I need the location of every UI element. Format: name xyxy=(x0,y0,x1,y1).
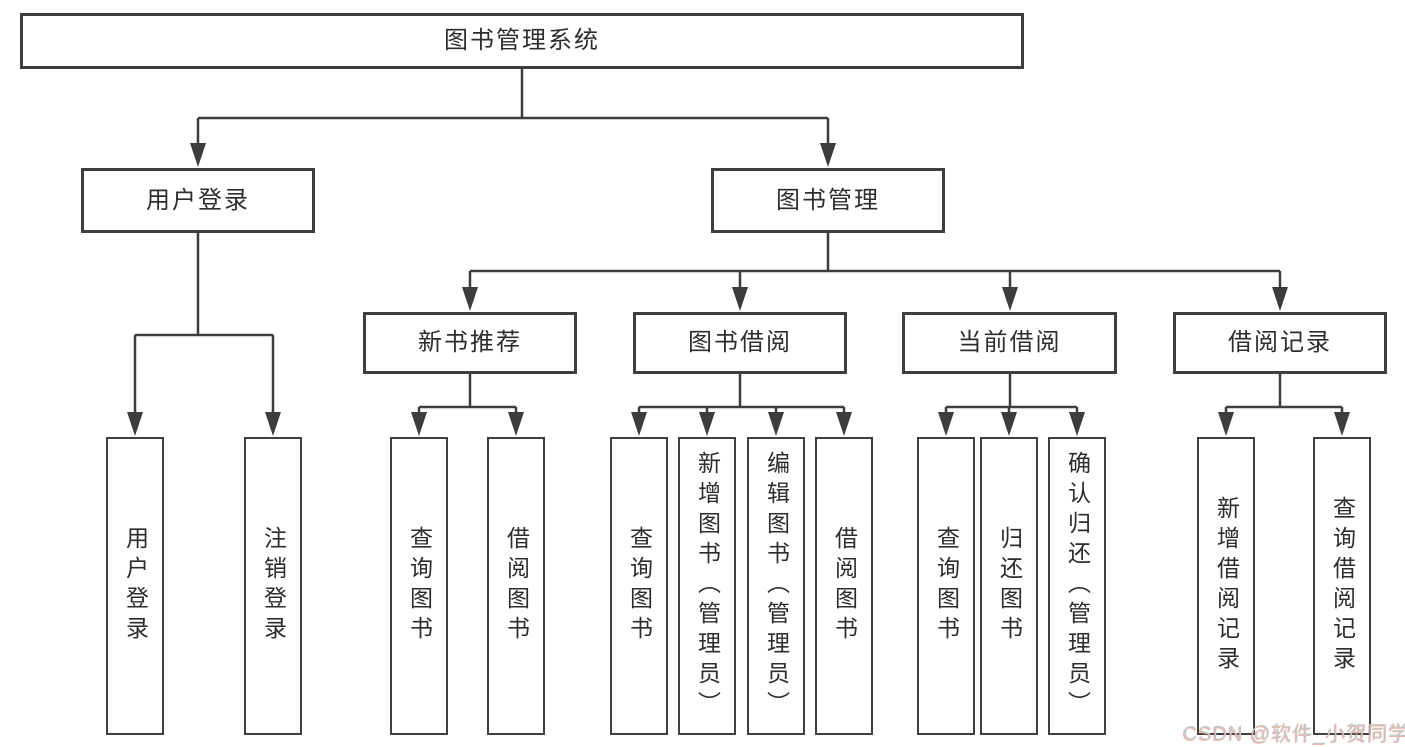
leaf-query-book-current: 查询图书 xyxy=(917,437,975,735)
node-label: 归还图书 xyxy=(996,526,1023,646)
leaf-query-borrow-record: 查询借阅记录 xyxy=(1313,437,1371,735)
node-label: 借阅图书 xyxy=(503,526,530,646)
node-root: 图书管理系统 xyxy=(20,13,1024,69)
leaf-borrow-book: 借阅图书 xyxy=(815,437,873,735)
leaf-edit-book-admin: 编辑图书（管理员） xyxy=(747,437,805,735)
node-label: 编辑图书（管理员） xyxy=(763,451,790,721)
leaf-query-book-recommend: 查询图书 xyxy=(390,437,448,735)
node-current-borrow: 当前借阅 xyxy=(902,312,1117,374)
node-label: 查询图书 xyxy=(406,526,433,646)
node-book-borrow: 图书借阅 xyxy=(633,312,847,374)
node-new-book-recommend: 新书推荐 xyxy=(363,312,577,374)
leaf-query-book-borrow: 查询图书 xyxy=(610,437,668,735)
leaf-return-book: 归还图书 xyxy=(980,437,1038,735)
node-label: 图书管理系统 xyxy=(444,27,600,54)
node-label: 查询借阅记录 xyxy=(1329,496,1356,676)
leaf-user-login: 用户登录 xyxy=(106,437,164,735)
node-label: 查询图书 xyxy=(933,526,960,646)
node-label: 新增借阅记录 xyxy=(1213,496,1240,676)
node-borrow-records: 借阅记录 xyxy=(1173,312,1387,374)
node-label: 注销登录 xyxy=(260,526,287,646)
leaf-add-borrow-record: 新增借阅记录 xyxy=(1197,437,1255,735)
leaf-add-book-admin: 新增图书（管理员） xyxy=(678,437,736,735)
arrowheads xyxy=(127,143,1350,436)
node-label: 用户登录 xyxy=(146,186,250,214)
leaf-borrow-book-recommend: 借阅图书 xyxy=(487,437,545,735)
node-label: 借阅记录 xyxy=(1228,329,1332,356)
node-label: 借阅图书 xyxy=(831,526,858,646)
watermark: CSDN @软件_小贺同学 xyxy=(1183,723,1405,745)
node-label: 查询图书 xyxy=(626,526,653,646)
node-book-management: 图书管理 xyxy=(711,168,945,233)
leaf-confirm-return-admin: 确认归还（管理员） xyxy=(1048,437,1106,735)
node-user-login: 用户登录 xyxy=(81,168,315,233)
leaf-logout: 注销登录 xyxy=(244,437,302,735)
node-label: 图书借阅 xyxy=(688,329,792,356)
node-label: 图书管理 xyxy=(776,186,880,214)
node-label: 当前借阅 xyxy=(957,329,1062,356)
node-label: 确认归还（管理员） xyxy=(1064,451,1091,721)
node-label: 用户登录 xyxy=(122,526,149,646)
node-label: 新增图书（管理员） xyxy=(694,451,721,721)
node-label: 新书推荐 xyxy=(418,329,522,356)
